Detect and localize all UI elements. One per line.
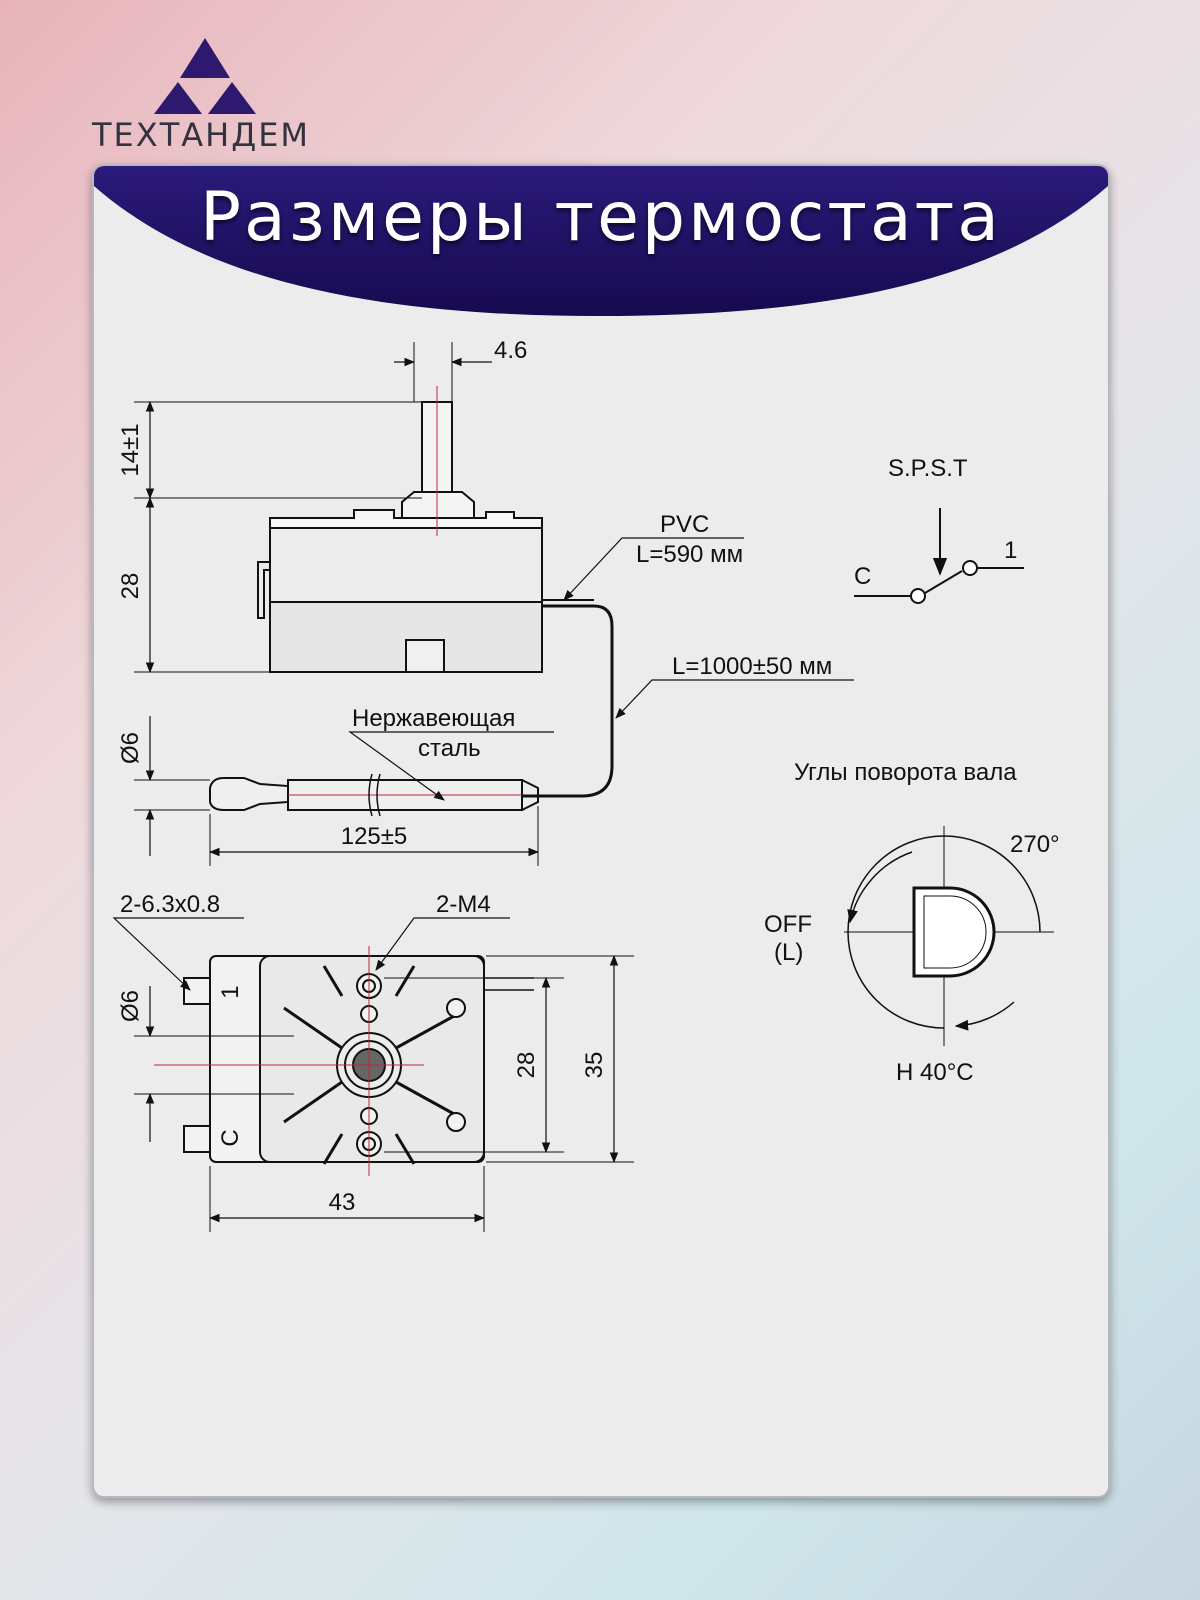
page-title: Размеры термостата	[200, 178, 1002, 257]
dim-body-height: 28	[117, 573, 144, 600]
label-capillary-length: L=1000±50 мм	[672, 653, 832, 680]
label-steel-1: Нержавеющая	[352, 705, 515, 732]
rotation-off-2: (L)	[774, 939, 803, 966]
dim-probe-length: 125±5	[341, 823, 408, 850]
dim-shaft-height: 14±1	[117, 423, 144, 476]
dim-hole-spacing: 28	[513, 1052, 540, 1079]
label-pvc: PVC	[660, 511, 709, 538]
label-steel-2: сталь	[418, 735, 481, 762]
label-pvc-length: L=590 мм	[636, 541, 743, 568]
thermostat-body-upper	[269, 527, 543, 603]
rotation-high: H 40°C	[896, 1059, 974, 1086]
brand-logo-icon	[154, 38, 256, 114]
terminal-c	[183, 1125, 211, 1153]
dim-base-height: 35	[581, 1052, 608, 1079]
rotation-title: Углы поворота вала	[794, 759, 1017, 786]
thermostat-drawing: 4.6 14±1 28 PVC L=590 мм L=1000±50 мм Не…	[112, 337, 1060, 1232]
rotation-angle: 270°	[1010, 831, 1060, 858]
switch-contact-1: 1	[1004, 537, 1017, 564]
diagram-card: Размеры термостата	[92, 164, 1110, 1498]
title-banner	[94, 166, 1108, 316]
brand-name: ТЕХТАНДЕМ	[92, 116, 311, 154]
label-terminal-c: C	[217, 1129, 244, 1146]
label-terminal-1: 1	[217, 985, 244, 998]
dim-base-diameter: Ø6	[117, 990, 144, 1022]
dim-shaft-width: 4.6	[494, 337, 527, 364]
label-terminals: 2-6.3x0.8	[120, 891, 220, 918]
switch-contact-c: C	[854, 563, 871, 590]
terminal-1	[183, 977, 211, 1005]
dim-probe-diameter: Ø6	[117, 732, 144, 764]
dim-base-width: 43	[329, 1189, 356, 1216]
switch-title: S.P.S.T	[888, 455, 968, 482]
rotation-off-1: OFF	[764, 911, 812, 938]
label-mounting: 2-M4	[436, 891, 491, 918]
